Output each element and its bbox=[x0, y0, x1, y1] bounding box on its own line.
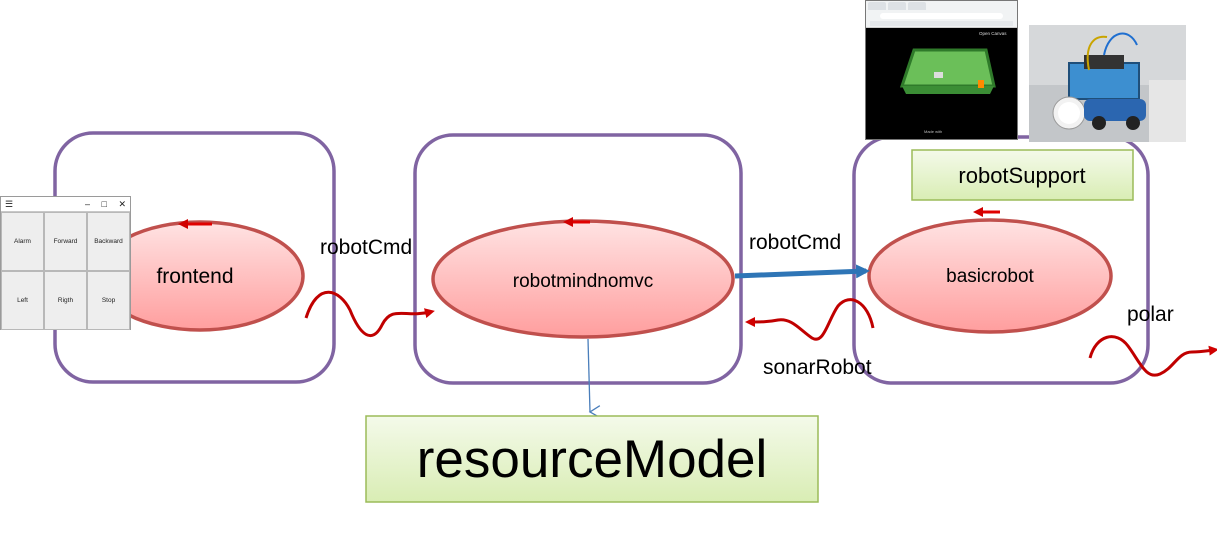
browser-chrome bbox=[866, 1, 1017, 28]
gui-titlebar: ☰ – □ ✕ bbox=[1, 197, 130, 211]
wave-robotcmd-frontend bbox=[304, 290, 435, 338]
alarm-button[interactable]: Alarm bbox=[1, 212, 44, 271]
stop-button[interactable]: Stop bbox=[87, 271, 130, 330]
robot-photo-drawing bbox=[1029, 25, 1186, 142]
resource-model-box bbox=[365, 415, 819, 503]
label-frontend: frontend bbox=[156, 265, 233, 288]
label-polar: polar bbox=[1127, 303, 1174, 326]
virtual-scene: Open Canvas Made with bbox=[899, 31, 1007, 134]
context-box-robotmind bbox=[413, 133, 743, 385]
close-icon[interactable]: ✕ bbox=[118, 198, 126, 209]
label-robotmind: robotmindnomvc bbox=[513, 271, 653, 292]
label-robotcmd-right: robotCmd bbox=[749, 231, 841, 254]
label-basicrobot: basicrobot bbox=[946, 266, 1034, 287]
real-robot-photo bbox=[1029, 25, 1186, 142]
forward-button[interactable]: Forward bbox=[44, 212, 87, 271]
robot-support-box bbox=[911, 149, 1134, 201]
robot-gui-window: ☰ – □ ✕ Alarm Forward Backward Left Rigt… bbox=[0, 196, 131, 330]
scene-title: Open Canvas bbox=[979, 31, 1007, 36]
label-robotcmd-left: robotCmd bbox=[320, 236, 412, 259]
virtual-robot-browser-screenshot: Open Canvas Made with bbox=[865, 0, 1018, 140]
right-button[interactable]: Rigth bbox=[44, 271, 87, 330]
gui-button-grid: Alarm Forward Backward Left Rigth Stop bbox=[1, 211, 130, 330]
scene-footer: Made with bbox=[924, 129, 942, 134]
maximize-icon[interactable]: □ bbox=[101, 198, 107, 209]
minimize-icon[interactable]: – bbox=[84, 198, 90, 209]
left-button[interactable]: Left bbox=[1, 271, 44, 330]
wave-polar bbox=[1088, 335, 1217, 377]
label-sonarrobot: sonarRobot bbox=[763, 356, 872, 379]
backward-button[interactable]: Backward bbox=[87, 212, 130, 271]
label-robot-support: robotSupport bbox=[958, 163, 1085, 188]
label-resource-model: resourceModel bbox=[417, 430, 768, 489]
arrow-robotcmd bbox=[734, 264, 870, 279]
wave-sonarrobot bbox=[745, 298, 875, 341]
arrow-resource-model bbox=[587, 338, 601, 419]
java-icon: ☰ bbox=[5, 198, 14, 209]
